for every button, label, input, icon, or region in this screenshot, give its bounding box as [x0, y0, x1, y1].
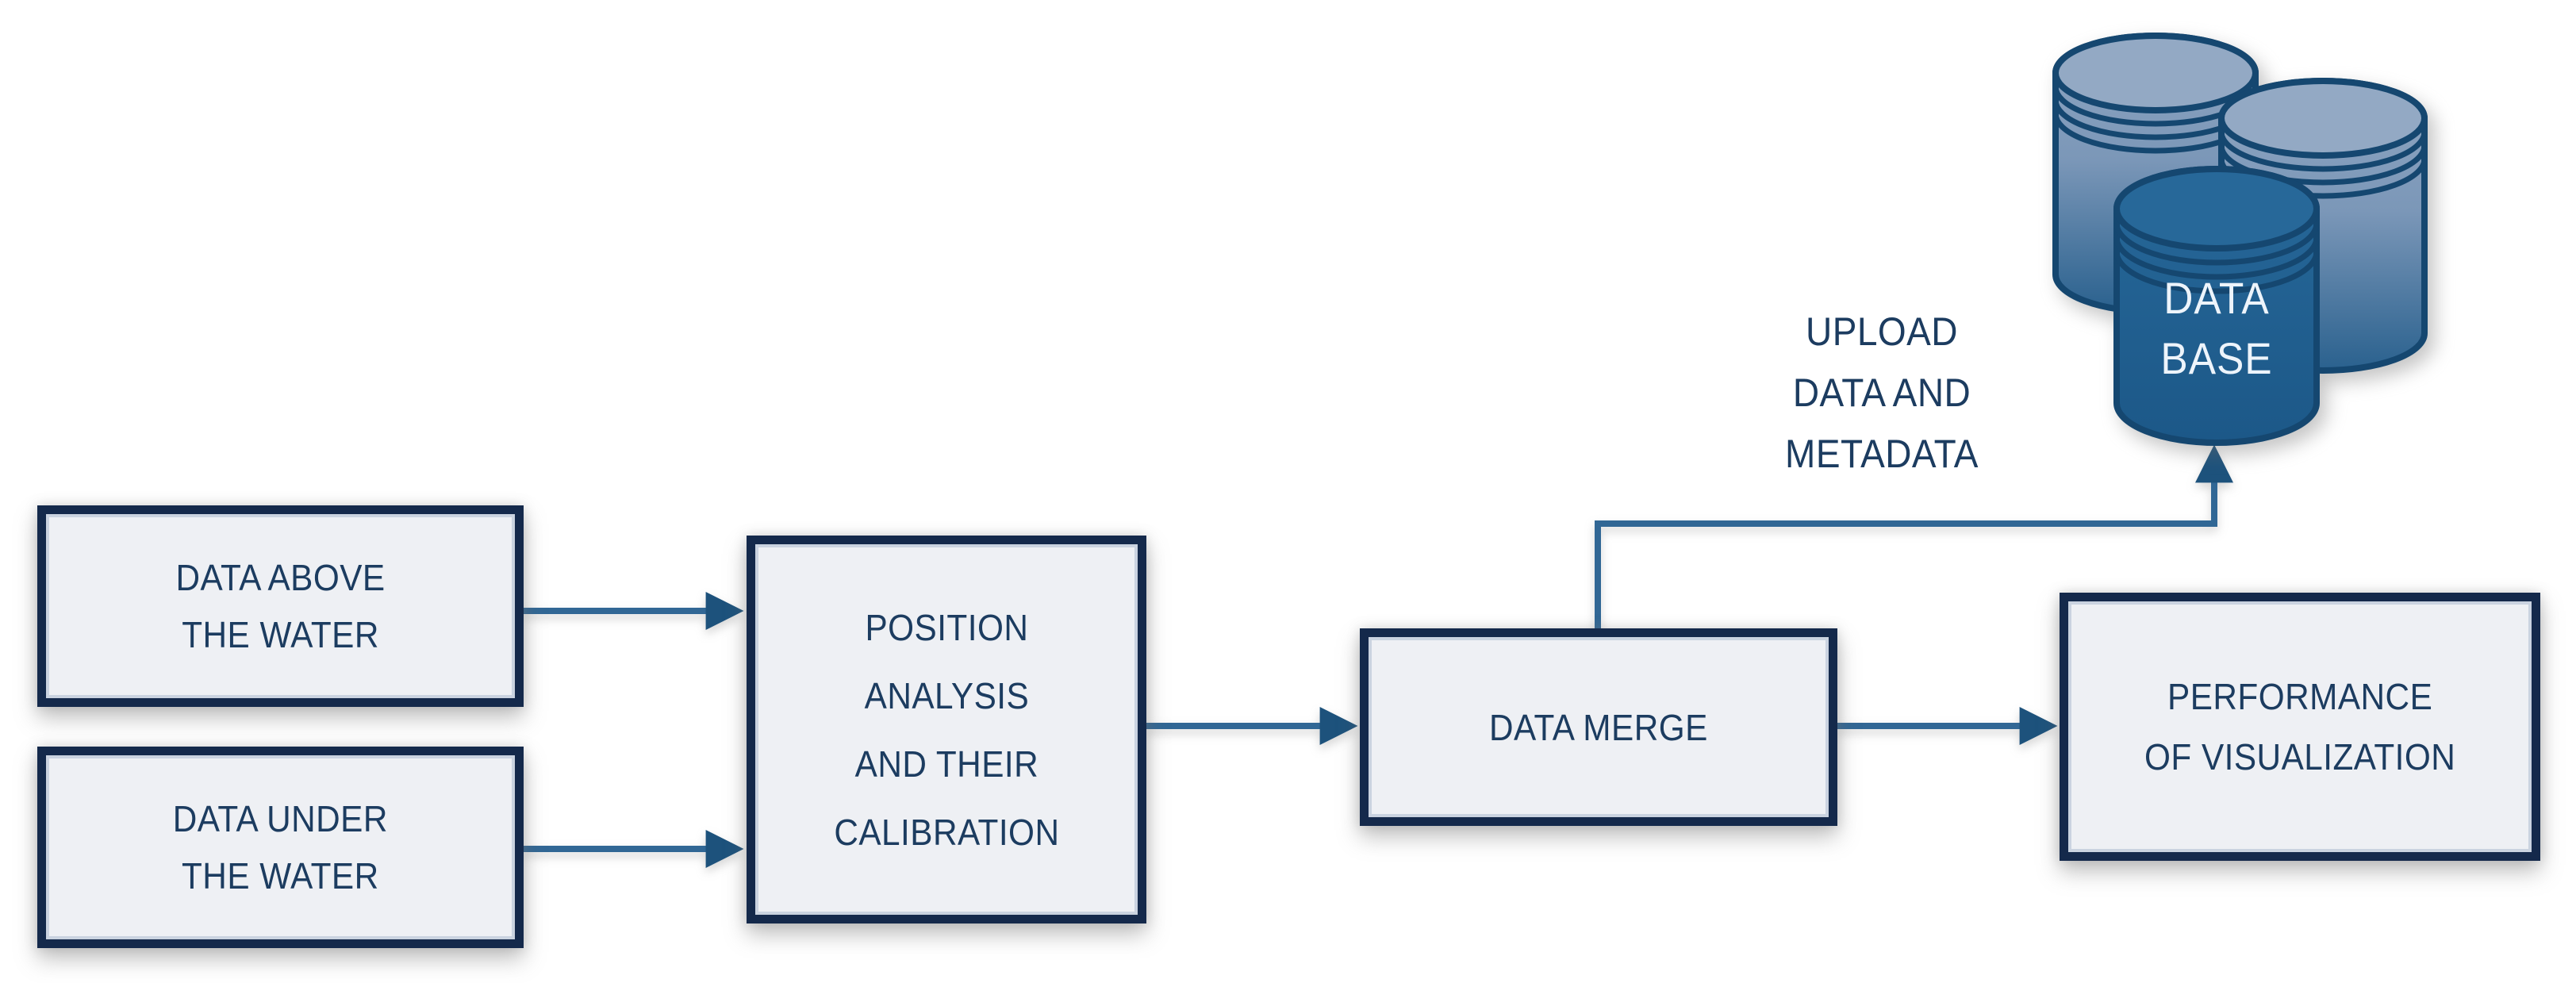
box-position-analysis: POSITION ANALYSIS AND THEIR CALIBRATION — [747, 536, 1146, 923]
arrow-merge-to-database — [1595, 444, 2233, 633]
box-data-under-water: DATA UNDER THE WATER — [37, 747, 524, 948]
box-data-above-water-label: DATA ABOVE THE WATER — [175, 557, 386, 655]
database-icon — [2052, 33, 2428, 446]
box-performance-of-visualization-label: PERFORMANCE OF VISUALIZATION — [2144, 676, 2456, 778]
database-label: DATA BASE — [2160, 273, 2273, 383]
connector-arrows — [524, 444, 2233, 868]
upload-data-metadata-label: UPLOAD DATA AND METADATA — [1785, 309, 1979, 476]
box-performance-of-visualization: PERFORMANCE OF VISUALIZATION — [2060, 593, 2540, 861]
box-data-above-water: DATA ABOVE THE WATER — [37, 505, 524, 707]
database-cylinder-front — [2113, 166, 2320, 446]
box-data-merge-label: DATA MERGE — [1489, 706, 1708, 748]
box-data-merge: DATA MERGE — [1360, 628, 1837, 826]
box-data-under-water-label: DATA UNDER THE WATER — [172, 798, 389, 897]
box-position-analysis-label: POSITION ANALYSIS AND THEIR CALIBRATION — [833, 606, 1060, 853]
